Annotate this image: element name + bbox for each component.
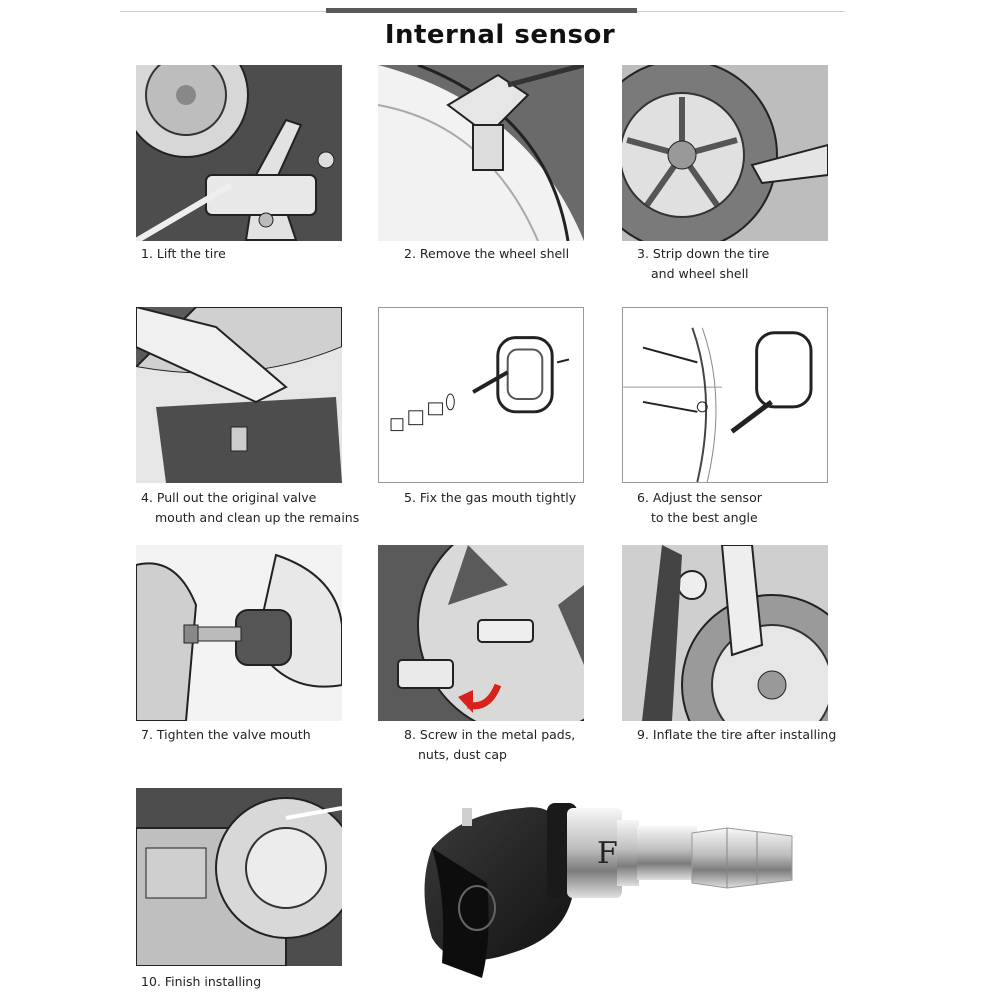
step-9-illustration bbox=[622, 545, 828, 721]
step-3-caption-line2: and wheel shell bbox=[651, 266, 749, 281]
tpms-sensor-photo: F bbox=[392, 788, 802, 988]
step-8-caption: 8. Screw in the metal pads, bbox=[404, 727, 576, 742]
step-5-illustration bbox=[378, 307, 584, 483]
step-4-caption: 4. Pull out the original valve bbox=[141, 490, 317, 505]
header-accent-bar bbox=[326, 8, 637, 13]
step-6-illustration bbox=[622, 307, 828, 483]
step-5-caption: 5. Fix the gas mouth tightly bbox=[404, 490, 577, 505]
step-4-caption-line2: mouth and clean up the remains bbox=[155, 510, 360, 525]
step-9-caption: 9. Inflate the tire after installing bbox=[637, 727, 837, 742]
step-4-illustration bbox=[136, 307, 342, 483]
sensor-marking: F bbox=[597, 836, 618, 871]
step-8-caption-line2: nuts, dust cap bbox=[418, 747, 507, 762]
step-3-caption: 3. Strip down the tire bbox=[637, 246, 770, 261]
step-7-caption: 7. Tighten the valve mouth bbox=[141, 727, 311, 742]
step-10-caption: 10. Finish installing bbox=[141, 974, 262, 989]
step-6-caption-line2: to the best angle bbox=[651, 510, 758, 525]
step-6-caption: 6. Adjust the sensor bbox=[637, 490, 762, 505]
step-7-illustration bbox=[136, 545, 342, 721]
step-2-caption: 2. Remove the wheel shell bbox=[404, 246, 570, 261]
step-1-illustration bbox=[136, 65, 342, 241]
step-10-illustration bbox=[136, 788, 342, 966]
step-8-illustration bbox=[378, 545, 584, 721]
step-1-caption: 1. Lift the tire bbox=[141, 246, 226, 261]
page-title: Internal sensor bbox=[384, 20, 616, 50]
step-2-illustration bbox=[378, 65, 584, 241]
step-3-illustration bbox=[622, 65, 828, 241]
